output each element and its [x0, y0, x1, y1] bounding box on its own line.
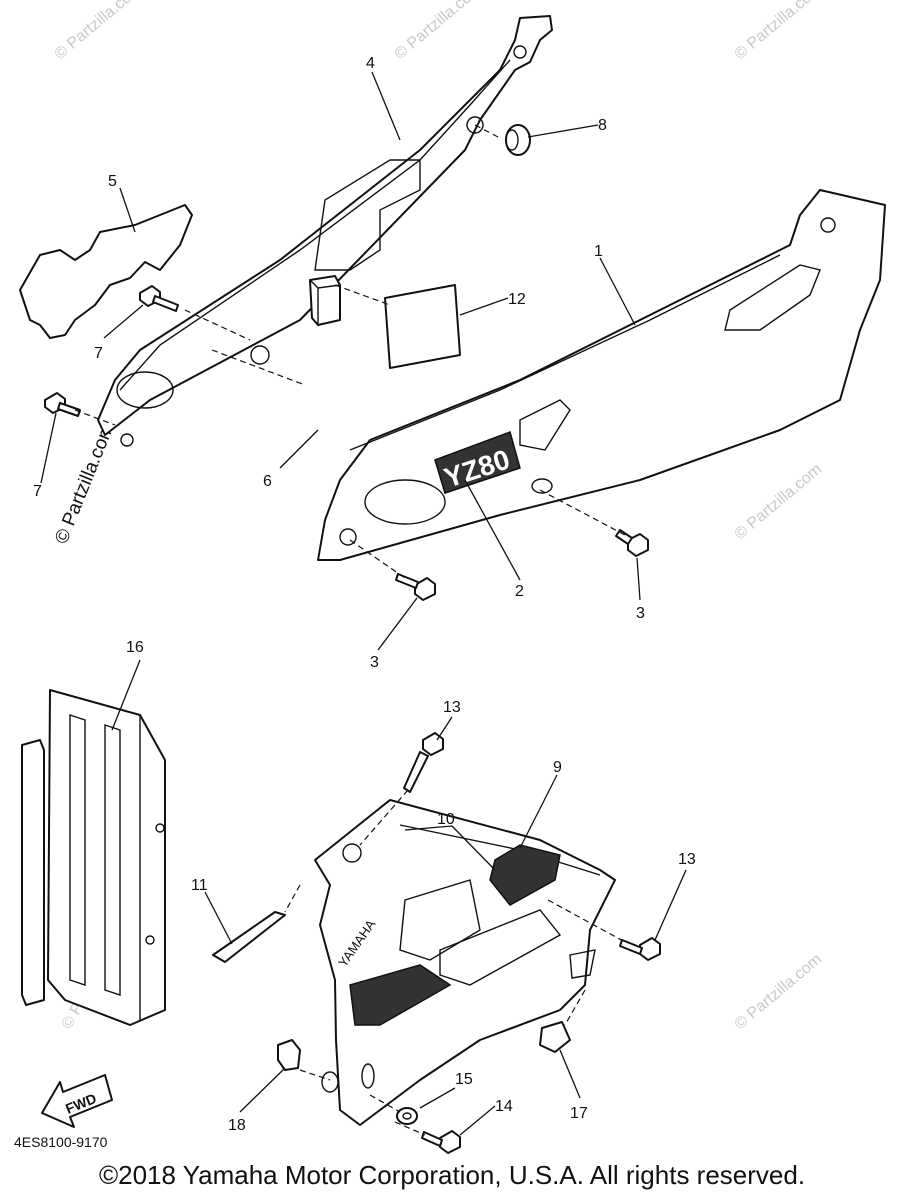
watermark: © Partzilla.com	[392, 0, 486, 63]
callout-7a: 7	[94, 345, 103, 362]
callout-1: 1	[594, 243, 603, 260]
part-9-shroud: YAMAHA	[314, 799, 616, 1126]
part-7-bolts	[44, 285, 179, 417]
watermark: © Partzilla.com	[732, 951, 826, 1033]
copyright-notice: ©2018 Yamaha Motor Corporation, U.S.A. A…	[98, 1160, 806, 1190]
assembly-lines	[74, 124, 626, 1136]
callout-3b: 3	[370, 654, 379, 671]
leader-lines	[40, 71, 687, 1136]
watermark: © Partzilla.com	[732, 0, 826, 63]
part-6-damper	[309, 275, 341, 326]
callout-3a: 3	[636, 605, 645, 622]
part-4-bracket	[97, 15, 553, 447]
part-17-nut	[539, 1021, 571, 1053]
callout-7b: 7	[33, 483, 42, 500]
callout-13a: 13	[443, 699, 461, 716]
callout-12: 12	[508, 291, 526, 308]
part-13-bolts	[403, 732, 661, 961]
part-15-washer	[396, 1107, 418, 1125]
callout-2: 2	[515, 583, 524, 600]
part-8-grommet	[505, 124, 531, 156]
callout-6: 6	[263, 473, 272, 490]
part-12-pad	[384, 284, 461, 369]
part-16-radiator-guard	[21, 689, 166, 1026]
part-3-bolts	[395, 529, 649, 601]
callout-4: 4	[366, 55, 375, 72]
part-14-bolt	[421, 1130, 461, 1154]
watermark-main: © Partzilla.com	[51, 420, 118, 547]
callout-16: 16	[126, 639, 144, 656]
fwd-arrow-icon: FWD	[41, 1074, 113, 1128]
callout-13b: 13	[678, 851, 696, 868]
callout-18: 18	[228, 1117, 246, 1134]
part-11-strip	[212, 911, 286, 963]
callouts: 1 2 3 3 4 5 6 7 7 8 9 10 11 12 13 13 14 …	[33, 55, 696, 1134]
part-5-cover	[19, 204, 193, 339]
callout-15: 15	[455, 1071, 473, 1088]
watermark: © Partzilla.com	[52, 0, 146, 63]
diagram-code: 4ES8100-9170	[14, 1134, 108, 1150]
callout-14: 14	[495, 1098, 513, 1115]
callout-8: 8	[598, 117, 607, 134]
callout-9: 9	[553, 759, 562, 776]
callout-17: 17	[570, 1105, 588, 1122]
watermark: © Partzilla.com	[732, 461, 826, 543]
part-18-clip	[277, 1039, 301, 1071]
callout-10: 10	[437, 811, 455, 828]
callout-11: 11	[191, 877, 208, 894]
callout-5: 5	[108, 173, 117, 190]
